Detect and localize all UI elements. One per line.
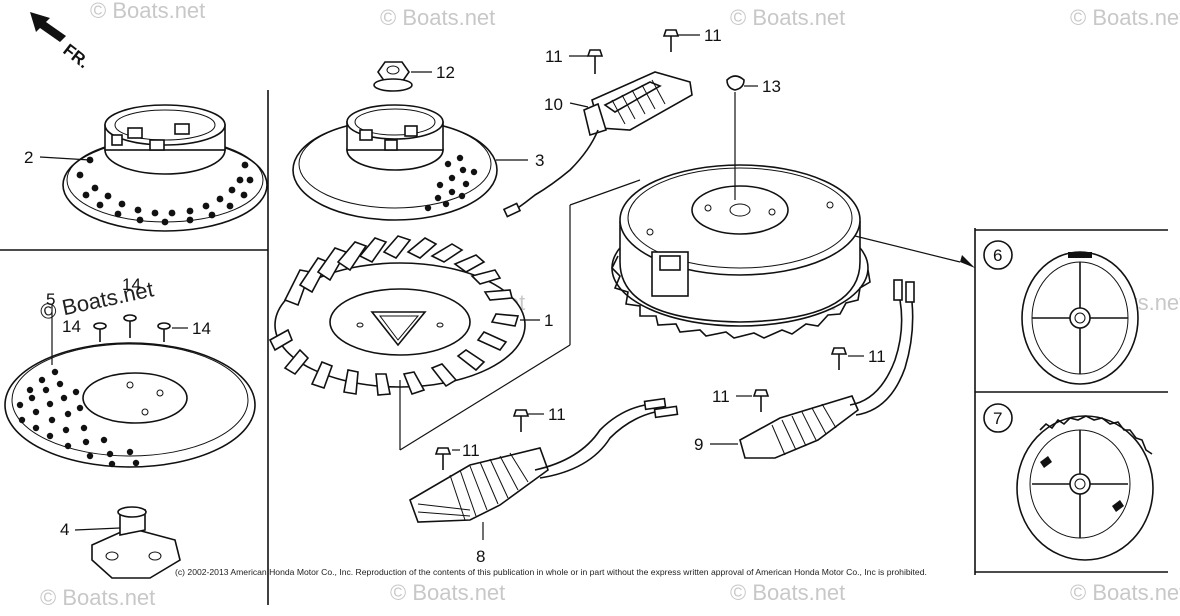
watermark-text: © Boats.net bbox=[90, 0, 205, 23]
watermark-text: © Boats.net bbox=[730, 580, 845, 605]
front-direction-label: FR. bbox=[60, 40, 93, 72]
flywheel-assembly bbox=[611, 164, 871, 339]
bolt-icon bbox=[512, 409, 530, 432]
screw-icon bbox=[157, 322, 171, 342]
callout-11: 11 bbox=[462, 441, 480, 460]
watermark-text: © Boats.net bbox=[730, 5, 845, 30]
bolt-icon bbox=[830, 347, 848, 370]
callout-11: 11 bbox=[548, 405, 566, 424]
callout-11: 11 bbox=[712, 387, 730, 406]
watermark-text: © Boats.net bbox=[380, 5, 495, 30]
part-9-exciter-coil bbox=[739, 279, 915, 459]
part-6-starter-pulley-variant bbox=[983, 240, 1139, 385]
callout-9: 9 bbox=[694, 435, 703, 454]
callout-14: 14 bbox=[122, 275, 141, 294]
part-7-flywheel-variant bbox=[983, 403, 1154, 561]
watermarks: © Boats.net © Boats.net © Boats.net © Bo… bbox=[38, 0, 1180, 610]
watermark-text: © Boats.net bbox=[1070, 580, 1180, 605]
part-11-bolts bbox=[434, 29, 848, 470]
watermark-text: © Boats.net bbox=[40, 585, 155, 610]
callout-8: 8 bbox=[476, 547, 485, 566]
callout-3: 3 bbox=[535, 151, 544, 170]
part-13-woodruff-key bbox=[726, 75, 745, 91]
part-14-screws bbox=[93, 314, 171, 342]
front-direction-arrow-icon bbox=[30, 12, 66, 42]
bolt-icon bbox=[586, 49, 604, 74]
watermark-text: © Boats.net bbox=[1070, 5, 1180, 30]
part-12-flange-nut bbox=[373, 61, 413, 92]
screw-icon bbox=[123, 314, 137, 338]
callout-4: 4 bbox=[60, 520, 69, 539]
callout-10: 10 bbox=[544, 95, 563, 114]
callout-14: 14 bbox=[192, 319, 211, 338]
callout-11: 11 bbox=[545, 47, 563, 66]
callout-1: 1 bbox=[544, 311, 553, 330]
callout-labels: 2 3 12 1 4 8 9 10 13 11 11 11 11 11 11 1… bbox=[24, 26, 1002, 566]
callout-2: 2 bbox=[24, 148, 33, 167]
part-4-bracket bbox=[91, 506, 181, 579]
callout-6: 6 bbox=[993, 246, 1002, 265]
leader-lines bbox=[39, 34, 975, 540]
part-3-starter-cup bbox=[292, 104, 498, 221]
bolt-icon bbox=[752, 389, 770, 412]
callout-5: 5 bbox=[46, 290, 55, 309]
part-5-back-plate bbox=[4, 342, 256, 468]
copyright-notice: (c) 2002-2013 American Honda Motor Co., … bbox=[175, 567, 927, 577]
callout-7: 7 bbox=[993, 409, 1002, 428]
callout-12: 12 bbox=[436, 63, 455, 82]
part-2-starter-pulley bbox=[62, 104, 268, 232]
screw-icon bbox=[93, 322, 107, 342]
callout-11: 11 bbox=[704, 26, 722, 45]
front-direction-indicator: FR. bbox=[30, 12, 93, 72]
part-1-cooling-fan bbox=[268, 235, 526, 396]
callout-11: 11 bbox=[868, 347, 886, 366]
bolt-icon bbox=[434, 447, 452, 470]
bolt-icon bbox=[662, 29, 680, 52]
part-10-pulser-coil bbox=[502, 71, 693, 218]
part-8-ignition-coil bbox=[409, 397, 679, 523]
watermark-text: © Boats.net bbox=[390, 580, 505, 605]
section-dividers bbox=[0, 90, 1168, 605]
callout-14: 14 bbox=[62, 317, 81, 336]
callout-13: 13 bbox=[762, 77, 781, 96]
